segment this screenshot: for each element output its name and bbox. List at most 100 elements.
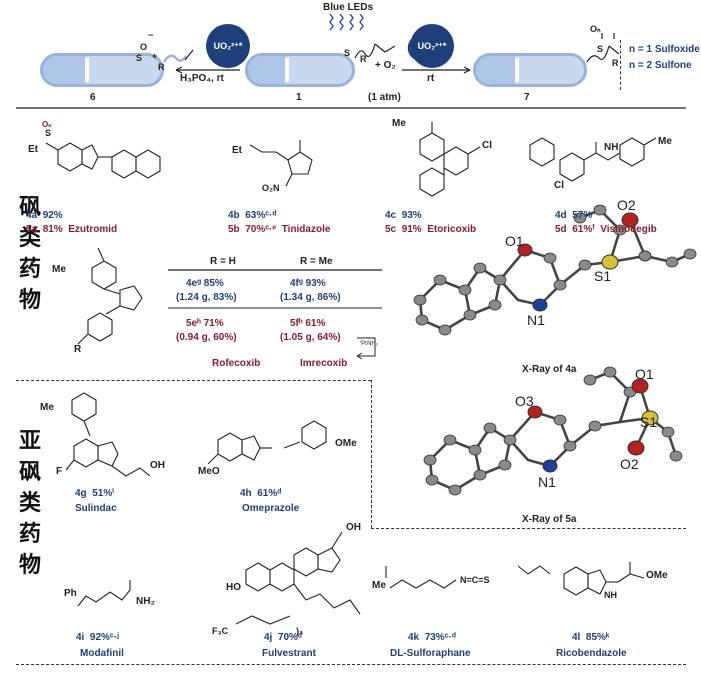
- compound-5b: 5b 70%ᶜ·ᵉ Tinidazole: [228, 224, 331, 235]
- label-ome-omep: OMe: [335, 438, 357, 449]
- sub-s-right: S: [597, 44, 604, 54]
- compound-4c: 4c 93%: [385, 210, 422, 221]
- xray-5a-n1: N1: [538, 474, 556, 490]
- tube-label-7: 7: [524, 92, 530, 103]
- xray-4a-caption: X-Ray of 4a: [522, 364, 577, 375]
- n2-label: n = 2 Sulfone: [629, 60, 692, 71]
- label-me-4d: Me: [658, 136, 672, 147]
- table-name-h: Rofecoxib: [212, 358, 261, 369]
- compound-4l-name: Ricobendazole: [556, 648, 627, 659]
- compound-4g-name: Sulindac: [75, 503, 117, 514]
- tube-7: [473, 53, 587, 87]
- compound-4g: 4g 51%ⁱ: [75, 488, 115, 499]
- xray-4a-n1: N1: [527, 312, 545, 328]
- tube-label-1: 1: [296, 92, 302, 103]
- charge-plus: +: [152, 51, 158, 61]
- catalyst-right: UO₂²⁺*: [410, 24, 454, 68]
- compound-4j-name: Fulvestrant: [262, 648, 316, 659]
- compound-4l: 4l 85%ᵏ: [572, 632, 610, 643]
- xray-5a-o1: O1: [635, 366, 654, 382]
- label-f-sulindac: F: [56, 466, 63, 477]
- sulfoxide-drugs-heading: 亚 砜 类 药 物: [18, 429, 41, 578]
- light-label: Blue LEDs: [323, 2, 374, 13]
- compound-5a: 5a 81% Ezutromid: [26, 224, 118, 235]
- table-r2c1: 5eʰ 71%: [186, 318, 224, 329]
- label-ome-rico: OMe: [646, 570, 668, 581]
- table-r1c1b: (1.24 g, 83%): [176, 292, 237, 303]
- right-reagent: rt: [427, 73, 435, 84]
- label-s-4a: S: [45, 128, 52, 138]
- compound-5d: 5d 61%ᶠ Vismodegib: [555, 224, 657, 235]
- label-nh-4d: NH: [604, 142, 619, 153]
- compound-4b: 4b 63%ᶜ·ᵈ: [228, 210, 277, 221]
- sub-on-right: Oₙ: [590, 24, 601, 34]
- compound-5c: 5c 91% Etoricoxib: [385, 224, 477, 235]
- label-hn-rico: NH: [604, 590, 617, 600]
- label-me-rofe: Me: [52, 264, 66, 275]
- sub-o-left: O: [140, 42, 148, 52]
- compound-4h: 4h 61%ᵈ: [240, 488, 282, 499]
- light-rays-icon: [329, 14, 364, 31]
- xray-5a-o3: O3: [515, 393, 534, 409]
- label-on-4a: Oₙ: [42, 120, 52, 129]
- table-r2c2: 5fʰ 61%: [290, 318, 326, 329]
- label-ho-fulv: HO: [226, 582, 241, 593]
- compound-4j: 4j 70%ᵈ: [264, 632, 302, 643]
- xray-5a-s1: S1: [640, 414, 658, 430]
- label-oh-fulv: OH: [346, 522, 361, 533]
- table-r1c1: 4eᵍ 85%: [186, 278, 224, 289]
- sub-s-left: S: [136, 53, 143, 63]
- label-oh-sulindac: OH: [150, 460, 165, 471]
- compound-4h-name: Omeprazole: [242, 503, 300, 514]
- charge-minus: −: [148, 30, 154, 40]
- compound-4d: 4d 57%: [555, 210, 593, 221]
- xray-5a-o2: O2: [620, 456, 639, 472]
- table-r1c2: 4fᵍ 93%: [290, 278, 326, 289]
- label-ph-modaf: Ph: [64, 588, 77, 599]
- label-nh2-modaf: NH₂: [136, 596, 155, 607]
- label-cf-fulv: F₃C: [212, 626, 229, 636]
- sulfone-drugs-heading: 砜 类 药 物: [18, 195, 41, 313]
- compound-4k: 4k 73%ᶜ·ᵈ: [408, 632, 456, 643]
- table-col-me: R = Me: [300, 256, 333, 267]
- label-et-4b: Et: [232, 145, 242, 156]
- label-n3-fulv: )₃: [296, 626, 304, 636]
- catalyst-left: UO₂²⁺*: [206, 24, 250, 68]
- sub-r-left: R: [158, 62, 165, 72]
- label-cl-4c: Cl: [482, 140, 492, 151]
- label-r-rofe: R: [74, 344, 82, 355]
- sub-s-mid: S: [344, 48, 351, 58]
- label-meo-omep: MeO: [198, 466, 220, 477]
- oxygen-label: + O₂: [375, 60, 396, 71]
- table-amine-note: ⁱPrNH₂: [360, 341, 379, 347]
- compound-4a: 4a 92%: [26, 210, 63, 221]
- scheme-lines: [16, 33, 686, 109]
- table-name-me: Imrecoxib: [300, 358, 348, 369]
- xray-4a-o1: O1: [505, 233, 524, 249]
- label-me-4c: Me: [392, 118, 406, 129]
- left-reagent: H₃PO₄, rt: [180, 73, 224, 84]
- table-r1c2b: (1.34 g, 86%): [280, 292, 341, 303]
- tube-1: [245, 53, 355, 87]
- tube-6: [40, 53, 164, 87]
- compound-4k-name: DL-Sulforaphane: [390, 648, 471, 659]
- n1-label: n = 1 Sulfoxide: [629, 44, 700, 55]
- pressure-label: (1 atm): [368, 92, 401, 103]
- xray-4a-o2: O2: [617, 197, 636, 213]
- table-col-h: R = H: [210, 256, 236, 267]
- label-ncs-sulfo: N=C=S: [460, 575, 490, 585]
- tube-label-6: 6: [90, 92, 96, 103]
- label-me-sulindac: Me: [40, 402, 54, 413]
- label-me-sulfo: Me: [372, 580, 386, 591]
- xray-5a-caption: X-Ray of 5a: [522, 514, 577, 525]
- sub-r-right: R: [612, 58, 619, 68]
- label-et-4a: Et: [28, 144, 38, 155]
- compound-4i: 4i 92%ᶜ·ʲ: [76, 632, 119, 643]
- table-r2c1b: (0.94 g, 60%): [176, 332, 237, 343]
- label-no2-4b: O₂N: [262, 183, 280, 193]
- compound-4i-name: Modafinil: [80, 648, 124, 659]
- sub-r-mid: R: [360, 54, 367, 64]
- xray-4a-s1: S1: [594, 268, 612, 284]
- table-r2c2b: (1.05 g, 64%): [280, 332, 341, 343]
